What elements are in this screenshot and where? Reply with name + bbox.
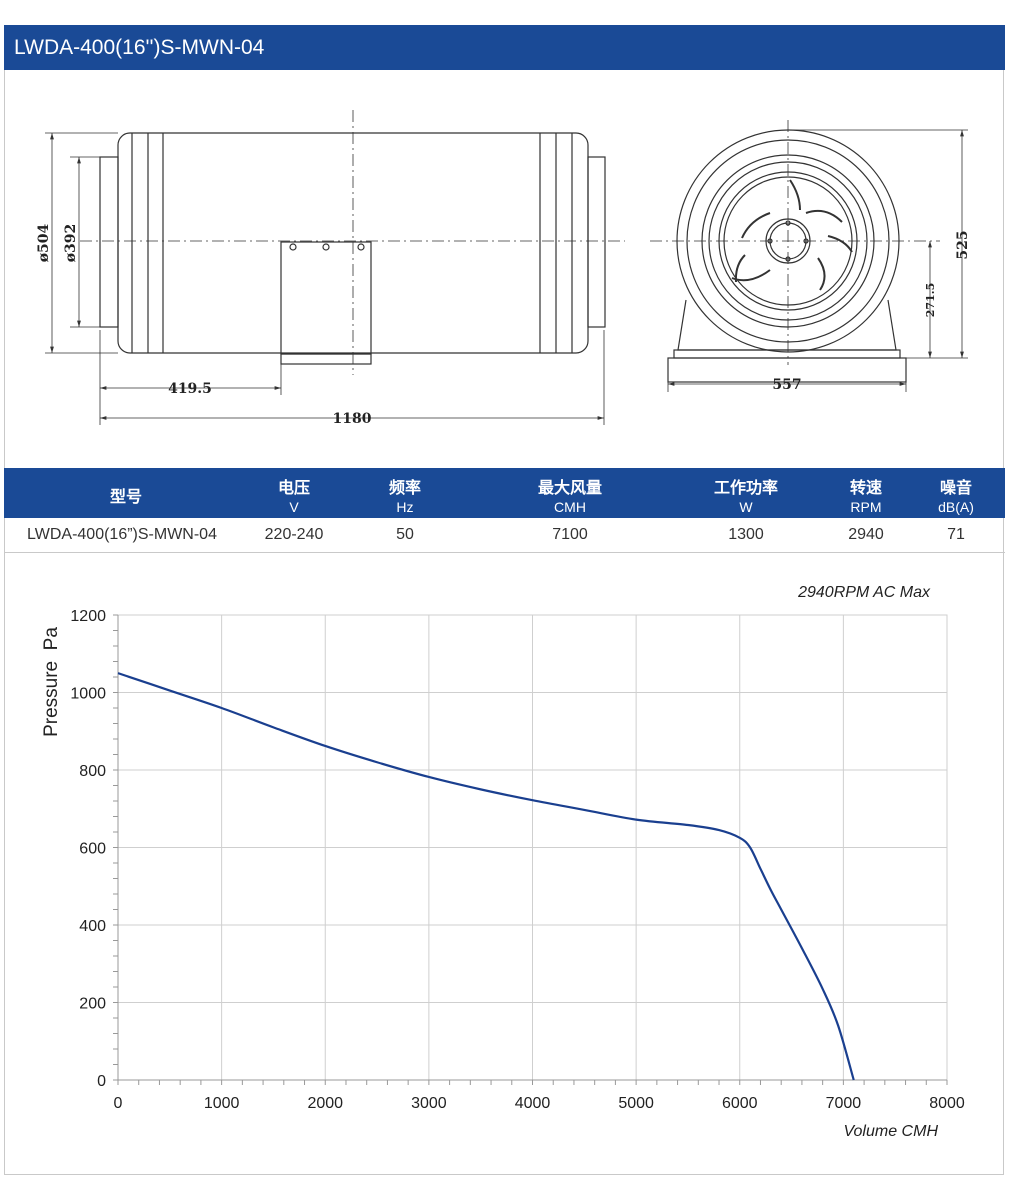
y-tick-label: 1200 <box>70 608 106 625</box>
y-tick-label: 1000 <box>70 686 106 703</box>
cell-max-airflow: 7100 <box>552 526 588 543</box>
cell-speed: 2940 <box>848 526 884 543</box>
spec-table-header: 型号 电压 V 频率 Hz 最大风量 CMH 工作功率 W 转速 RPM 噪音 … <box>4 468 1005 518</box>
series-line <box>117 672 855 1081</box>
page-title: LWDA-400(16'')S-MWN-04 <box>4 25 1005 70</box>
cell-power: 1300 <box>728 526 764 543</box>
cell-noise: 71 <box>947 526 965 543</box>
x-tick-label: 6000 <box>722 1095 758 1112</box>
x-tick-label: 7000 <box>826 1095 862 1112</box>
technical-drawing: ø504 ø392 419.5 1180 525 271.5 <box>36 110 971 427</box>
x-tick-label: 5000 <box>618 1095 654 1112</box>
header-voltage: 电压 V <box>277 480 311 515</box>
x-tick-label: 3000 <box>411 1095 447 1112</box>
x-tick-label: 1000 <box>204 1095 240 1112</box>
header-power: 工作功率 W <box>713 480 779 515</box>
header-max-airflow: 最大风量 CMH <box>537 480 603 515</box>
cell-voltage: 220-240 <box>264 526 324 543</box>
cell-frequency: 50 <box>396 526 414 543</box>
y-tick-label: 400 <box>79 918 106 935</box>
header-model: 型号 <box>109 489 143 506</box>
chart-minor-ticks <box>113 614 948 1085</box>
x-axis-label: Volume CMH <box>843 1123 938 1140</box>
chart-grid <box>117 614 948 1081</box>
x-tick-label: 4000 <box>515 1095 551 1112</box>
chart-series <box>117 672 855 1081</box>
dim-center-height: 271.5 <box>924 283 937 317</box>
table-row: LWDA-400(16”)S-MWN-04 220-240 50 7100 13… <box>4 518 1005 553</box>
front-view <box>650 120 968 392</box>
dim-base-width: 557 <box>772 377 801 393</box>
y-tick-label: 200 <box>79 996 106 1013</box>
y-axis: 0 200 400 600 800 1000 1200 <box>70 608 119 1090</box>
dim-outer-dia: ø504 <box>36 223 52 262</box>
header-noise: 噪音 dB(A) <box>938 480 974 515</box>
dim-length: 1180 <box>333 411 372 427</box>
x-tick-label: 0 <box>114 1095 123 1112</box>
y-axis-label: Pressure Pa <box>41 627 62 737</box>
x-tick-label: 2000 <box>307 1095 343 1112</box>
header-speed: 转速 RPM <box>849 480 883 515</box>
side-view <box>45 110 625 425</box>
x-axis: 0 1000 2000 3000 4000 5000 6000 7000 8000 <box>114 1079 965 1112</box>
dim-inner-dia: ø392 <box>63 224 79 263</box>
cell-model: LWDA-400(16”)S-MWN-04 <box>27 526 217 543</box>
dim-mount-offset: 419.5 <box>168 381 212 397</box>
header-frequency: 频率 Hz <box>388 480 422 515</box>
y-tick-label: 0 <box>97 1073 106 1090</box>
chart-title: 2940RPM AC Max <box>797 584 931 601</box>
performance-chart: 0 1000 2000 3000 4000 5000 6000 7000 8000 0 200 40… <box>41 584 965 1140</box>
dim-height: 525 <box>955 230 971 259</box>
x-tick-label: 8000 <box>929 1095 965 1112</box>
y-tick-label: 800 <box>79 763 106 780</box>
y-tick-label: 600 <box>79 841 106 858</box>
